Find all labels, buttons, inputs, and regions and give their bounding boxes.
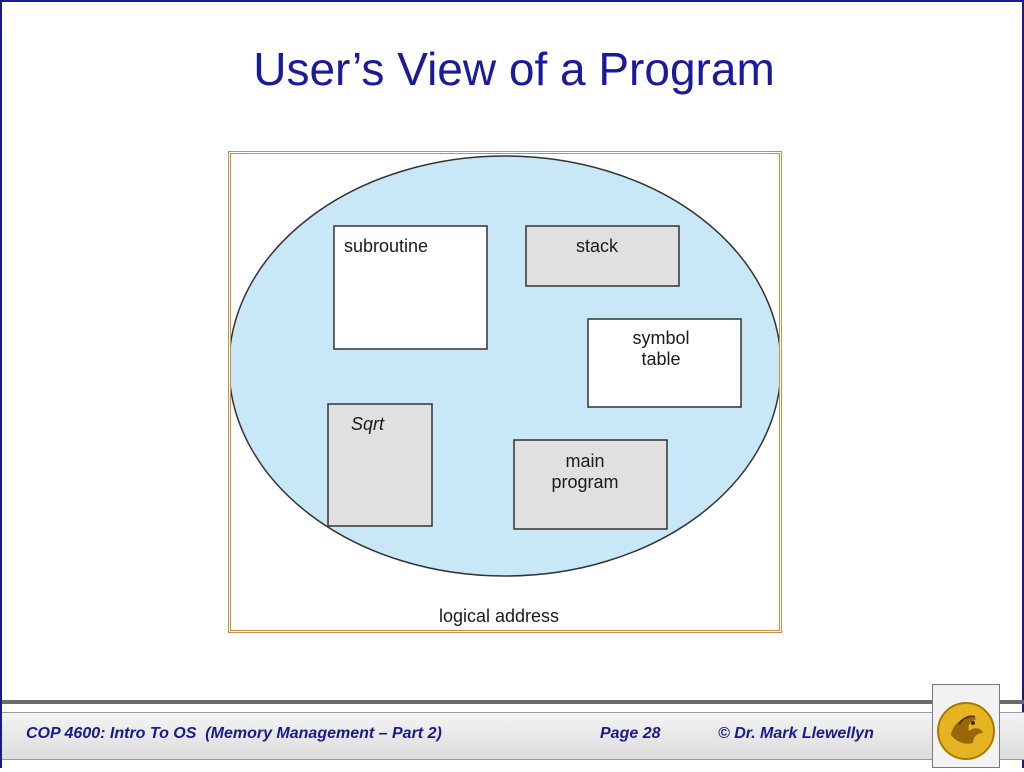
footer-copyright: © Dr. Mark Llewellyn (718, 725, 874, 742)
segment-subroutine-label: subroutine (344, 236, 428, 256)
segment-symbol-table (587, 318, 742, 408)
segment-main-program-label-line2: program (551, 472, 618, 492)
segment-main-program (513, 439, 668, 530)
segment-symbol-table-label-line2: table (641, 349, 680, 369)
footer-course-title: COP 4600: Intro To OS (Memory Management… (26, 725, 442, 742)
logical-address-diagram: subroutine stack symbol table Sqrt main … (231, 155, 779, 626)
logical-address-figure: subroutine stack symbol table Sqrt main … (228, 151, 782, 633)
segment-main-program-label-line1: main (565, 451, 604, 471)
footer-divider (2, 700, 1024, 704)
slide-footer: COP 4600: Intro To OS (Memory Management… (2, 700, 1024, 770)
footer-page-number: Page 28 (600, 725, 661, 742)
segment-stack-label: stack (576, 236, 619, 256)
slide-title: User’s View of a Program (253, 43, 775, 95)
pegasus-logo-graphic (937, 702, 995, 760)
segment-symbol-table-label-line1: symbol (632, 328, 689, 348)
logical-address-caption: logical address (439, 606, 559, 626)
segment-sqrt-label: Sqrt (351, 414, 385, 434)
segment-stack (525, 225, 680, 287)
footer-band (2, 712, 1024, 760)
segment-sqrt (327, 403, 433, 527)
ucf-pegasus-logo-icon (932, 684, 1000, 768)
segment-subroutine (333, 225, 488, 350)
